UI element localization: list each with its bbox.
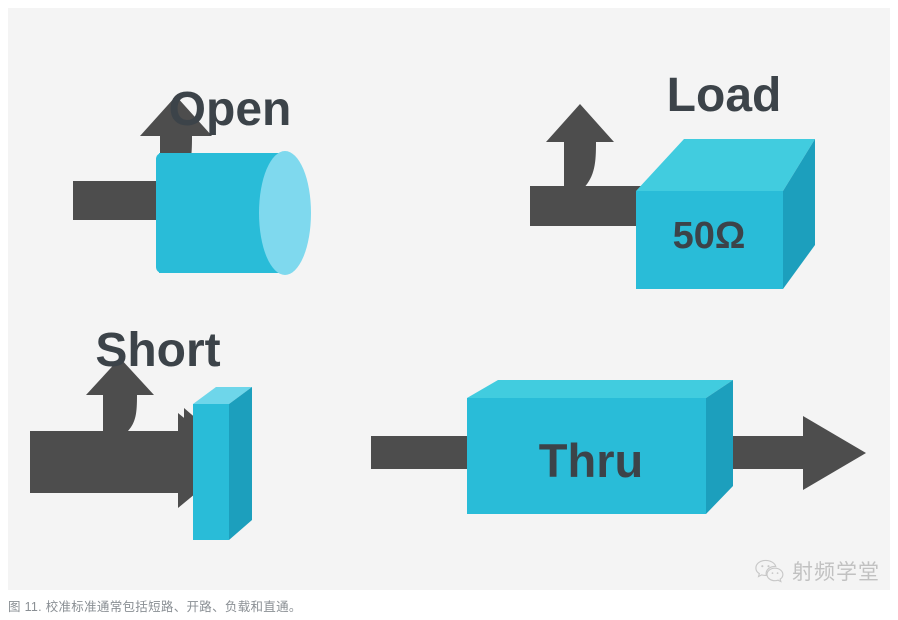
- calibration-standards-diagram: Open 50Ω Load: [30, 69, 866, 540]
- cube-top-face: [636, 139, 815, 191]
- watermark-text: 射频学堂: [792, 560, 880, 584]
- open-label: Open: [169, 83, 292, 136]
- open-standard-group: Open: [73, 83, 311, 275]
- load-standard-group: 50Ω Load: [530, 69, 815, 289]
- cube-right-face: [783, 139, 815, 289]
- short-slab-device: [193, 387, 252, 540]
- figure-caption: 图 11. 校准标准通常包括短路、开路、负载和直通。: [8, 600, 302, 614]
- load-label: Load: [667, 69, 782, 122]
- cube-front-face: [636, 191, 783, 289]
- watermark: 射频学堂: [755, 556, 880, 586]
- open-cylinder-device: [156, 151, 311, 275]
- wechat-icon: [755, 559, 784, 583]
- thru-box-text: Thru: [539, 434, 643, 487]
- load-value-text: 50Ω: [673, 215, 746, 257]
- thru-output-arrowhead: [803, 416, 866, 490]
- thru-standard-group: Thru: [371, 380, 866, 514]
- thru-box-front-face: [467, 398, 706, 514]
- load-cube-device: 50Ω: [636, 139, 815, 289]
- short-standard-group: Short: [30, 324, 252, 540]
- slab-top-face: [193, 387, 252, 404]
- short-label: Short: [95, 324, 220, 377]
- slab-right-face: [229, 387, 252, 540]
- slab-front-face: [193, 404, 229, 540]
- load-arrow-bar: [530, 186, 650, 226]
- open-reflection-arrow-icon: [73, 96, 212, 220]
- short-arrow-shaft: [30, 431, 180, 493]
- thru-box-device: Thru: [467, 380, 733, 514]
- thru-box-top-face: [467, 380, 733, 398]
- thru-box-right-face: [706, 380, 733, 514]
